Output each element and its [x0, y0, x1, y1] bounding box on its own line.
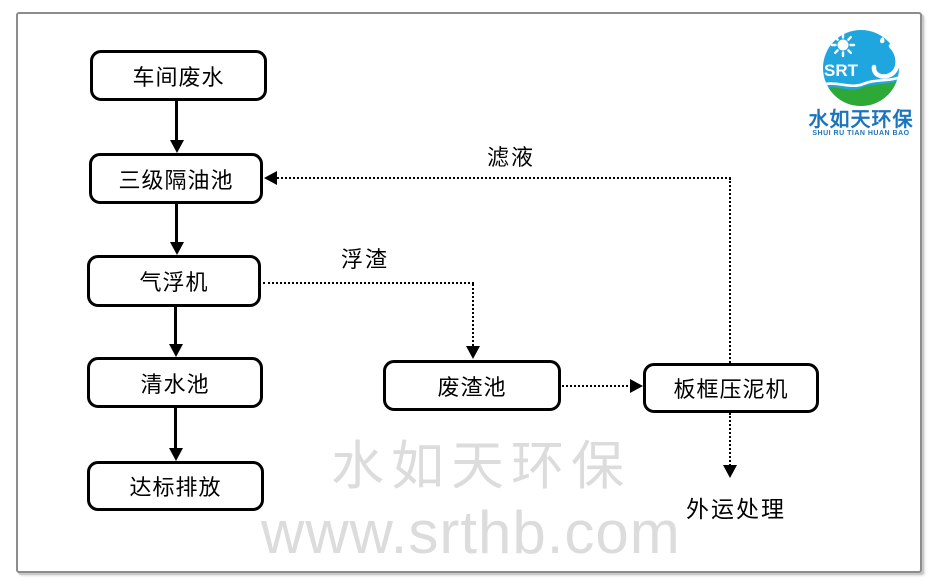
logo-emblem-icon: SRT — [823, 30, 900, 106]
edge-scum-horizontal — [263, 282, 474, 284]
arrow-clearwater-to-discharge-line — [174, 407, 177, 449]
edge-press-to-offsite-line — [729, 413, 731, 466]
company-logo: SRT 水如天环保 SHUI RU TIAN HUAN BAO — [795, 29, 927, 138]
sun-icon — [830, 32, 856, 58]
node-three-stage-oil-separator: 三级隔油池 — [89, 153, 263, 204]
edge-label-filtrate: 滤液 — [487, 145, 536, 170]
node-standard-discharge: 达标排放 — [87, 461, 264, 511]
node-plate-frame-sludge-press: 板框压泥机 — [643, 363, 819, 413]
node-air-flotation-machine: 气浮机 — [87, 255, 261, 307]
arrow-flotation-to-clearwater-head — [169, 344, 183, 357]
edge-label-scum: 浮渣 — [341, 247, 390, 272]
node-waste-residue-pool: 废渣池 — [383, 360, 561, 411]
arrow-flotation-to-clearwater-line — [174, 306, 177, 346]
node-clear-water-tank: 清水池 — [87, 357, 263, 408]
edge-residue-to-press-line — [562, 385, 632, 387]
edge-filtrate-vertical — [729, 178, 731, 363]
logo-acronym: SRT — [824, 61, 859, 80]
logo-company-name-en: SHUI RU TIAN HUAN BAO — [812, 130, 910, 137]
arrow-clearwater-to-discharge-head — [169, 448, 183, 461]
terminal-offsite-disposal: 外运处理 — [686, 497, 786, 522]
watermark-company-name: 水如天环保 — [331, 437, 631, 496]
watermark-website-url: www.srthb.com — [261, 499, 681, 566]
arrow-separator-to-flotation-line — [175, 203, 178, 243]
logo-company-name-cn: 水如天环保 — [808, 109, 914, 131]
wave-swirl-icon — [871, 37, 900, 79]
edge-scum-arrowhead — [466, 346, 480, 359]
arrow-wastewater-to-separator-line — [175, 100, 178, 142]
edge-filtrate-arrowhead — [264, 171, 277, 185]
arrow-wastewater-to-separator-head — [170, 140, 184, 153]
edge-press-to-offsite-arrowhead — [723, 465, 737, 478]
edge-scum-vertical — [472, 284, 474, 346]
edge-filtrate-horizontal — [277, 177, 731, 179]
edge-residue-to-press-arrowhead — [630, 379, 643, 393]
arrow-separator-to-flotation-head — [170, 242, 184, 255]
node-workshop-wastewater: 车间废水 — [90, 50, 267, 101]
